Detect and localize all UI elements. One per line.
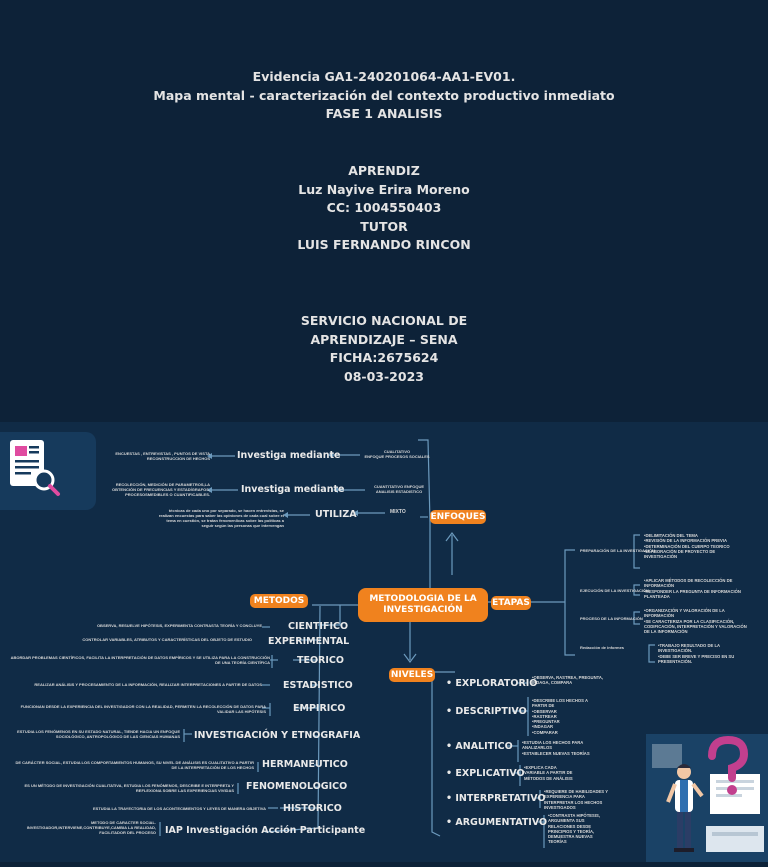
cc-number: CC: 1004550403 — [326, 200, 442, 215]
institution-line-2: APRENDIZAJE – SENA — [310, 331, 458, 347]
ficha: FICHA:2675624 — [329, 350, 439, 365]
etapa-2-bullets: APLICAR MÉTODOS DE RECOLECCIÓN DE INFORM… — [644, 578, 744, 599]
etapa-1-bullets: DELIMITACIÓN DEL TEMAREVISIÓN DE LA INFO… — [644, 533, 744, 559]
metodo-historico-desc: ESTUDIA LA TRAYECTORIA DE LOS ACONTECIMI… — [93, 806, 266, 811]
document-search-icon — [0, 432, 96, 510]
metodo-estadistico: ESTADISTICO — [283, 680, 353, 691]
metodo-fenomenologico-desc: ES UN MÉTODO DE INVESTIGACIÓN CUALITATIV… — [24, 783, 235, 793]
metodo-cientifico: CIENTIFICO — [288, 621, 349, 632]
central-node-line-2: INVESTIGACIÓN — [383, 605, 463, 615]
central-node: METODOLOGIA DE LA INVESTIGACIÓN — [358, 588, 488, 622]
nivel-interpretativo-bullets: REQUIERE DE HABILIDADES Y EXPERIENCIA PA… — [544, 789, 608, 810]
niveles-node: NIVELES — [389, 668, 435, 682]
tutor-name: LUIS FERNANDO RINCON — [297, 237, 471, 252]
map-panel — [0, 422, 768, 862]
etapa-3-bullets: ORGANIZACIÓN Y VALORACIÓN DE LA INFORMAC… — [644, 608, 748, 634]
aprendiz-name: Luz Nayive Erira Moreno — [298, 181, 470, 197]
nivel-interpretativo: • INTERPRETATIVO — [446, 793, 546, 804]
enfoque-3-action: UTILIZA — [315, 509, 357, 520]
metodo-hermaneutico: HERMANEUTICO — [262, 759, 348, 770]
metodos-node: METODOS — [250, 594, 308, 608]
nivel-descriptivo-bullets: DESCRIBE LOS HECHOS A PARTIR DEOBSERVARR… — [532, 698, 596, 735]
tutor-label: TUTOR — [360, 218, 408, 234]
enfoque-mixto-label: MIXTO — [390, 509, 406, 515]
metodo-historico: HISTORICO — [283, 803, 342, 814]
etapa-3-name: PROCESO DE LA INFORMACIÓN — [580, 616, 643, 621]
title-block: Evidencia GA1-240201064-AA1-EV01. Mapa m… — [0, 68, 768, 124]
nivel-exploratorio: • EXPLORATORIO — [446, 678, 538, 689]
metodo-etnografia-desc: ESTUDIA LOS FENÓMENOS EN SU ESTADO NATUR… — [17, 729, 180, 739]
enfoque-1-action: Investiga mediante — [237, 450, 341, 461]
etapas-node: ETAPAS — [491, 596, 531, 610]
metodo-estadistico-desc: REALIZAR ANÁLISIS Y PROCESAMIENTO DE LA … — [34, 682, 262, 687]
institution-block: SERVICIO NACIONAL DE APRENDIZAJE – SENA … — [0, 312, 768, 386]
institution-line-1: SERVICIO NACIONAL DE — [300, 313, 468, 328]
date: 08-03-2023 — [344, 368, 424, 384]
nivel-analitico: • ANALITICO — [446, 741, 513, 752]
etapa-1-name: PREPARACIÓN DE LA INVESTIGACIÓN — [580, 548, 655, 553]
enfoque-1-desc: ENCUESTAS , ENTREVISTAS , PUNTOS DE VIST… — [115, 451, 210, 461]
title-line-2: Mapa mental - caracterización del contex… — [153, 87, 615, 103]
enfoque-2-action: Investiga mediante — [241, 484, 345, 495]
metodo-empirico-desc: FUNCIONAN DESDE LA EXPERIENCIA DEL INVES… — [20, 704, 266, 714]
nivel-argumentativo-bullets: CONTRASTA HIPÓTESIS, ARGUMENTA SUS RELAC… — [548, 813, 604, 845]
etapa-4-bullets: TRABAJO RESULTADO DE LA INVESTIGACIÓN.DE… — [658, 643, 746, 664]
metodo-teorico: TEORICO — [297, 655, 344, 666]
metodo-cientifico-desc: OBSERVA, RESUELVE HIPÓTESIS, EXPERIMENTA… — [96, 623, 262, 628]
metodo-etnografia: INVESTIGACIÓN Y ETNOGRAFIA — [194, 730, 361, 741]
title-line-3: FASE 1 ANALISIS — [325, 106, 443, 121]
metodo-iap: IAP Investigación Acción Participante — [165, 825, 366, 836]
metodo-teorico-desc: ABORDAR PROBLEMAS CIENTÍFICOS, FACILITA … — [10, 655, 270, 665]
metodo-iap-desc: METODO DE CARACTER SOCIAL.INVESTIGADOR,I… — [26, 820, 156, 835]
etapa-4-name: Redacción de informes — [580, 645, 625, 650]
central-node-line-1: METODOLOGIA DE LA — [369, 594, 477, 604]
author-block: APRENDIZ Luz Nayive Erira Moreno CC: 100… — [0, 162, 768, 255]
enfoques-node: ENFOQUES — [430, 510, 486, 524]
nivel-explicativo: • EXPLICATIVO — [446, 768, 525, 779]
question-person-illustration — [646, 734, 768, 862]
metodo-experimental-desc: CONTROLAR VARIABLES, ATRIBUTOS Y CARACTE… — [82, 637, 252, 642]
nivel-descriptivo: • DESCRIPTIVO — [446, 706, 527, 717]
etapa-2-name: EJECUCIÓN DE LA INVESTIGACIÓN — [580, 588, 649, 593]
metodo-hermaneutico-desc: DE CARÁCTER SOCIAL, ESTUDIA LOS COMPORTA… — [15, 760, 254, 770]
enfoque-3-desc: técnicas de cada uno por separado, se ha… — [158, 508, 284, 528]
metodo-fenomenologico: FENOMENOLOGICO — [246, 781, 348, 792]
metodo-empirico: EMPIRICO — [293, 703, 346, 714]
title-line-1: Evidencia GA1-240201064-AA1-EV01. — [252, 69, 516, 84]
nivel-explicativo-bullets: EXPLICA CADA VARIABLE A PARTIR DE MÉTODO… — [524, 765, 578, 781]
metodo-experimental: EXPERIMENTAL — [268, 636, 350, 647]
nivel-argumentativo: • ARGUMENTATIVO — [446, 817, 548, 828]
aprendiz-label: APRENDIZ — [348, 163, 420, 178]
nivel-analitico-bullets: ESTUDIA LOS HECHOS PARA ANALIZARLOSESTAB… — [522, 740, 590, 756]
nivel-exploratorio-bullets: OBSERVA, RASTREA, PREGUNTA, INDAGA, COMP… — [532, 675, 614, 686]
